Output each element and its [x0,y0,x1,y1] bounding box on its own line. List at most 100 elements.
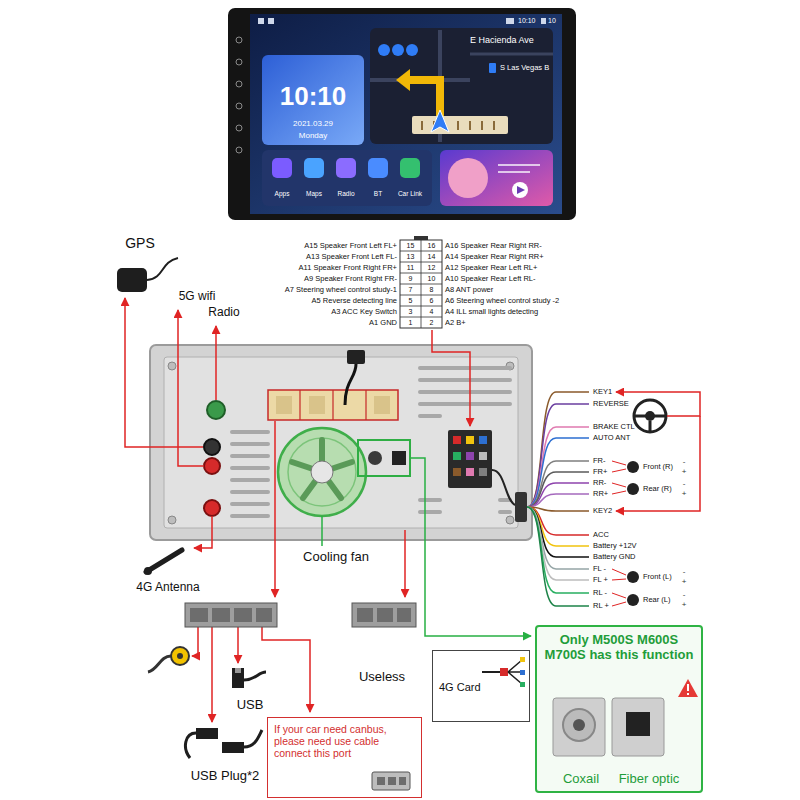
head-unit-back-panel [368,451,382,465]
head-unit-back-panel [374,396,390,414]
4g-card-cable [482,657,525,687]
accessory-label: Useless [359,670,405,685]
wire-harness [527,494,589,507]
head-unit-screen [336,158,356,178]
wire-harness [515,492,527,522]
speaker-label: Rear (L) [643,596,671,605]
speaker-icons [627,594,639,606]
wire-label: KEY2 [593,507,612,516]
wire-label: FL + [593,576,608,585]
harness-connectors [185,603,277,627]
optical-coax-ports [535,625,703,793]
gps-antenna-icon [117,268,147,292]
harness-connectors [357,608,373,622]
signal-leader-lines [211,627,213,722]
pin-label: A6 Steering wheel control study -2 [445,296,559,305]
usb-plug-icon [196,728,218,739]
wire-label: ACC [593,531,609,540]
head-unit-screen [541,18,546,24]
head-unit-back-panel [150,345,532,540]
head-unit-screen [236,103,242,109]
optical-coax-ports [626,712,650,736]
canbus-note-box: If your car need canbus, please need use… [267,717,422,798]
4g-card-cable [520,657,525,662]
wire-harness [527,438,589,507]
status-text: 10 [548,17,556,25]
4g-card-cable [508,660,522,684]
pin-label: A8 ANT power [445,285,493,294]
head-unit-screen [378,44,390,56]
wire-harness [527,472,589,507]
signal-leader-lines [432,330,470,426]
head-unit-back-panel [311,461,333,483]
head-unit-back-panel [278,428,366,516]
wire-label: RR+ [593,490,608,499]
4g-card-cable [500,668,508,676]
head-unit-screen [262,150,432,206]
port-label: Radio [208,306,239,320]
wire-label: AUTO ANT [593,434,630,443]
wire-label: RL - [593,589,607,598]
head-unit-back-panel [207,401,225,419]
pin-number: 5 [409,296,413,304]
usb-plug-icon [185,730,262,758]
polarity-sign: - [683,590,686,599]
pin-number: 12 [428,263,436,271]
speaker-label: Front (L) [643,573,672,582]
head-unit-back-panel [479,468,487,476]
head-unit-screen [228,8,576,220]
polarity-sign: - [683,457,686,466]
head-unit-screen [440,150,553,206]
wire-label: RL + [593,602,609,611]
polarity-sign: + [682,600,687,609]
4g-card-cable [520,682,525,687]
canbus-port-icon [372,772,410,790]
head-unit-back-panel [168,516,176,524]
signal-leader-lines [178,310,204,466]
wire-label: KEY1 [593,388,612,397]
head-unit-back-panel [466,468,474,476]
head-unit-screen [236,37,242,43]
head-unit-back-panel [268,390,398,420]
head-unit-screen [272,158,292,178]
head-unit-back-panel [150,345,532,540]
pin-label: A16 Speaker Rear Right RR- [445,241,542,250]
feature-box: Only M500S M600S M700S has this function… [535,625,703,793]
head-unit-screen [268,18,274,24]
steering-wheel-icon [634,400,666,432]
4g-antenna-icon [144,567,152,575]
pin-connector-table [400,240,442,328]
gps-antenna-icon [117,258,178,292]
steering-wheel-icon [616,416,700,511]
signal-leader-lines [404,530,406,597]
pin-label: A2 B+ [445,318,466,327]
header-text: Only M500S M600S M700S has this function [544,633,694,663]
wire-harness [527,483,589,507]
wire-harness [527,392,589,507]
gps-antenna-icon [147,258,178,280]
head-unit-back-panel [479,452,487,460]
pin-label: A4 ILL small lights detecting [445,307,538,316]
pin-label: A5 Reverse detecting line [312,296,397,305]
head-unit-screen [236,59,242,65]
status-text: 10:10 [518,17,536,25]
signal-leader-lines [194,516,212,548]
wire-harness [492,470,515,505]
canbus-port-icon [377,777,385,785]
canbus-port-icon [399,777,406,785]
head-unit-screen [517,186,525,194]
head-unit-back-panel [453,468,461,476]
street-name: E Hacienda Ave [470,35,534,45]
pin-connector-table [414,236,428,240]
module-label: 4G Card [439,681,481,694]
wire-harness [492,392,589,606]
wire-label: FR+ [593,468,607,477]
signal-leader-lines [262,627,310,712]
head-unit-screen [396,69,410,91]
head-unit-back-panel [358,440,410,476]
speaker-label: Front (R) [643,463,673,472]
pin-connector-table [400,236,442,328]
